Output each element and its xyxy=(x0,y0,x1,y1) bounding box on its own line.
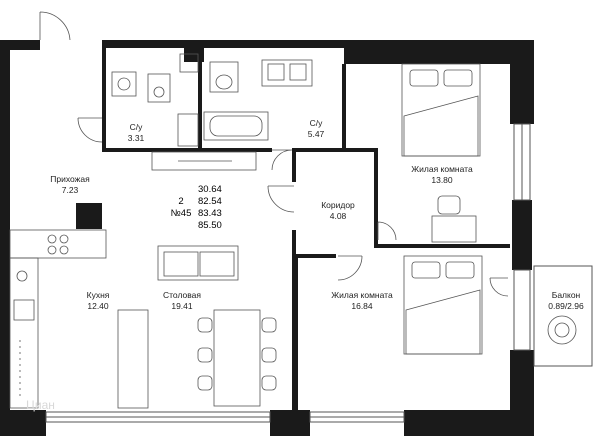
room-label-wc2: С/у 5.47 xyxy=(308,118,325,140)
wall-north-step xyxy=(184,40,204,62)
doors xyxy=(39,11,509,297)
bedroom1-desk xyxy=(431,215,477,243)
furniture-bedrooms xyxy=(401,63,577,355)
sofa xyxy=(157,245,239,281)
room-area: 7.23 xyxy=(61,185,79,195)
wall-east-top xyxy=(510,40,534,124)
column-hall xyxy=(76,203,102,229)
room-area: 3.31 xyxy=(127,133,145,143)
kitchen-island xyxy=(117,309,149,409)
wall-wc1-east xyxy=(198,62,202,152)
area-total-1: 82.54 xyxy=(198,196,222,207)
room-area: 13.80 xyxy=(431,175,453,185)
wall-north-bedroom xyxy=(344,40,534,64)
balcony-outline xyxy=(533,265,593,367)
room-label-hall: Прихожая 7.23 xyxy=(50,174,89,196)
balcony xyxy=(533,265,593,367)
room-label-wc1: С/у 3.31 xyxy=(128,122,145,144)
room-name: Прихожая xyxy=(50,174,90,184)
room-label-corridor: Коридор 4.08 xyxy=(321,200,355,222)
room-name: С/у xyxy=(309,118,323,128)
room-label-balcony: Балкон 0.89/2.96 xyxy=(548,290,583,312)
door-corridor xyxy=(267,185,295,213)
wall-north-mid xyxy=(102,40,184,48)
room-label-dining: Столовая 19.41 xyxy=(163,290,201,312)
wall-bedroom1-west xyxy=(374,148,378,248)
apartment-rooms: 2 xyxy=(178,196,184,207)
apartment-summary-areas: 30.64 82.54 83.43 85.50 xyxy=(198,184,232,232)
room-name: Столовая xyxy=(162,290,202,300)
room-label-bedroom1: Жилая комната 13.80 xyxy=(411,164,472,186)
wall-south-right xyxy=(404,410,534,436)
balcony-chair xyxy=(547,315,577,345)
wall-corridor-west-top xyxy=(292,152,296,182)
wall-west xyxy=(0,40,10,425)
wall-wc-south xyxy=(106,148,272,152)
area-living: 30.64 xyxy=(198,184,222,195)
room-name: Коридор xyxy=(321,200,355,210)
door-bedroom1 xyxy=(377,221,397,241)
kitchen-counter xyxy=(9,229,107,259)
room-area: 0.89/2.96 xyxy=(548,301,584,311)
room-area: 16.84 xyxy=(351,301,373,311)
wall-east-mid xyxy=(512,200,532,270)
wall-bedroom-divider xyxy=(374,244,510,248)
outer-walls xyxy=(0,40,534,436)
door-bedroom2 xyxy=(337,255,363,281)
room-area: 19.41 xyxy=(171,301,193,311)
bedroom1-bed xyxy=(401,63,481,157)
room-area: 12.40 xyxy=(87,301,109,311)
wall-north-left xyxy=(10,40,40,50)
wc2-double-sink xyxy=(261,59,313,87)
bedroom1-chair xyxy=(437,195,461,215)
furniture-kitchen xyxy=(9,151,277,409)
wall-corridor-north xyxy=(292,148,378,152)
room-name: Балкон xyxy=(551,290,581,300)
windows xyxy=(45,123,531,423)
room-name: Жилая комната xyxy=(331,290,393,300)
hall-console xyxy=(151,151,257,171)
door-balcony xyxy=(489,277,509,297)
window-east-2 xyxy=(513,269,531,351)
wall-south-left xyxy=(0,410,46,436)
room-area: 5.47 xyxy=(307,129,325,139)
wc1-cabinet xyxy=(179,53,199,73)
room-name: С/у xyxy=(129,122,143,132)
wall-bedroom2-north xyxy=(296,254,336,258)
dining-table xyxy=(213,309,261,407)
wall-north-bath xyxy=(204,40,344,48)
door-wc2 xyxy=(271,149,293,171)
room-name: Кухня xyxy=(86,290,110,300)
wall-south-mid xyxy=(270,410,310,436)
wc1-box xyxy=(177,113,199,147)
apartment-summary-id: 2 №45 xyxy=(166,196,196,220)
wall-wc1-west xyxy=(102,48,106,152)
wc2-bathtub xyxy=(203,111,269,141)
area-total-2: 83.43 xyxy=(198,208,222,219)
wall-corridor-west-mid xyxy=(292,230,296,258)
wc1-toilet xyxy=(147,73,171,103)
interior-walls xyxy=(102,48,510,410)
room-label-bedroom2: Жилая комната 16.84 xyxy=(331,290,392,312)
room-label-kitchen: Кухня 12.40 xyxy=(87,290,110,312)
bathroom-fixtures xyxy=(111,53,313,147)
wall-wc2-east xyxy=(342,64,346,152)
area-total-3: 85.50 xyxy=(198,220,222,231)
wall-bedroom2-west xyxy=(292,254,298,410)
apartment-number: №45 xyxy=(170,208,192,219)
watermark: Циан xyxy=(26,398,55,412)
door-wc1 xyxy=(77,117,103,143)
bedroom2-bed xyxy=(403,255,483,355)
wc2-toilet xyxy=(209,61,239,93)
room-area: 4.08 xyxy=(329,211,347,221)
door-entrance xyxy=(39,11,71,41)
room-name: Жилая комната xyxy=(411,164,473,174)
wc1-sink xyxy=(111,71,137,97)
kitchen-side-counter xyxy=(9,257,39,409)
